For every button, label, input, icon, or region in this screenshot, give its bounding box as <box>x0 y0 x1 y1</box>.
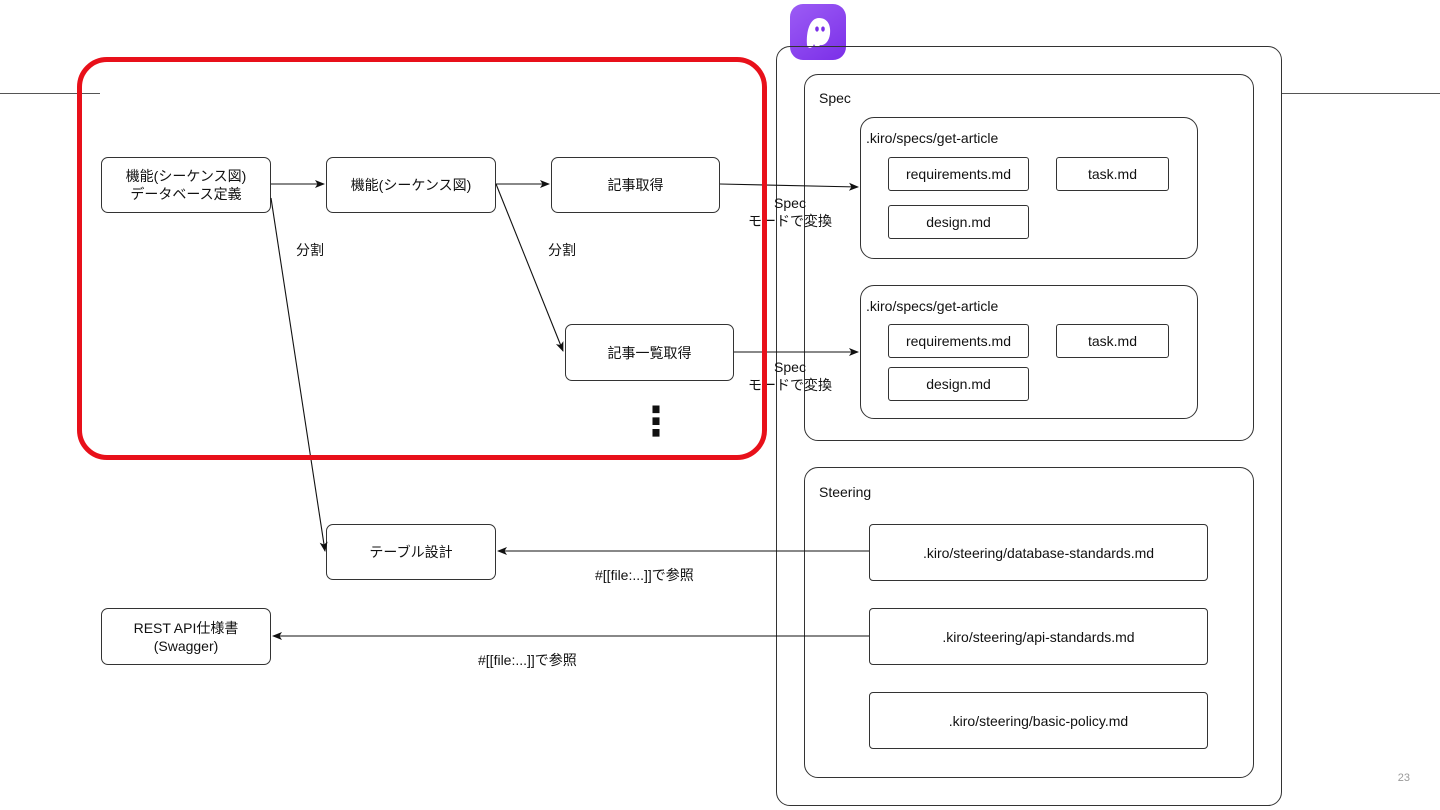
rest-api-spec-node: REST API仕様書 (Swagger) <box>101 608 271 665</box>
spec-1-design-file: design.md <box>888 205 1029 239</box>
header-line-left <box>0 93 100 94</box>
function-sequence-node: 機能(シーケンス図) <box>326 157 496 213</box>
split-label-1: 分割 <box>296 242 324 258</box>
kiro-container <box>776 46 1282 806</box>
page-number: 23 <box>1397 772 1410 784</box>
highlight-frame <box>77 57 767 460</box>
steering-container <box>804 467 1254 778</box>
spec-title: Spec <box>819 90 851 106</box>
reference-label-2: #[[file:...]]で参照 <box>478 652 577 668</box>
spec-1-requirements-file: requirements.md <box>888 157 1029 191</box>
get-article-list-node: 記事一覧取得 <box>565 324 734 381</box>
steering-database-standards-file: .kiro/steering/database-standards.md <box>869 524 1208 581</box>
spec-folder-1-path: .kiro/specs/get-article <box>866 130 999 146</box>
spec-folder-1 <box>860 117 1198 259</box>
ellipsis-indicator: ⋮ <box>636 400 676 444</box>
ghost-icon <box>806 18 831 48</box>
steering-basic-policy-file: .kiro/steering/basic-policy.md <box>869 692 1208 749</box>
header-line-right <box>1281 93 1440 94</box>
spec-2-requirements-file: requirements.md <box>888 324 1029 358</box>
steering-api-standards-file: .kiro/steering/api-standards.md <box>869 608 1208 665</box>
spec-1-task-file: task.md <box>1056 157 1169 191</box>
table-design-node: テーブル設計 <box>326 524 496 580</box>
spec-mode-conversion-label-1: Spec モードで変換 <box>748 195 832 229</box>
kiro-logo <box>790 4 846 60</box>
spec-folder-2 <box>860 285 1198 419</box>
get-article-node: 記事取得 <box>551 157 720 213</box>
spec-container <box>804 74 1254 441</box>
spec-2-task-file: task.md <box>1056 324 1169 358</box>
function-db-definition-node: 機能(シーケンス図) データベース定義 <box>101 157 271 213</box>
steering-title: Steering <box>819 484 872 500</box>
spec-folder-2-path: .kiro/specs/get-article <box>866 298 999 314</box>
spec-mode-conversion-label-2: Spec モードで変換 <box>748 359 832 393</box>
reference-label-1: #[[file:...]]で参照 <box>595 567 694 583</box>
split-label-2: 分割 <box>548 242 576 258</box>
spec-2-design-file: design.md <box>888 367 1029 401</box>
